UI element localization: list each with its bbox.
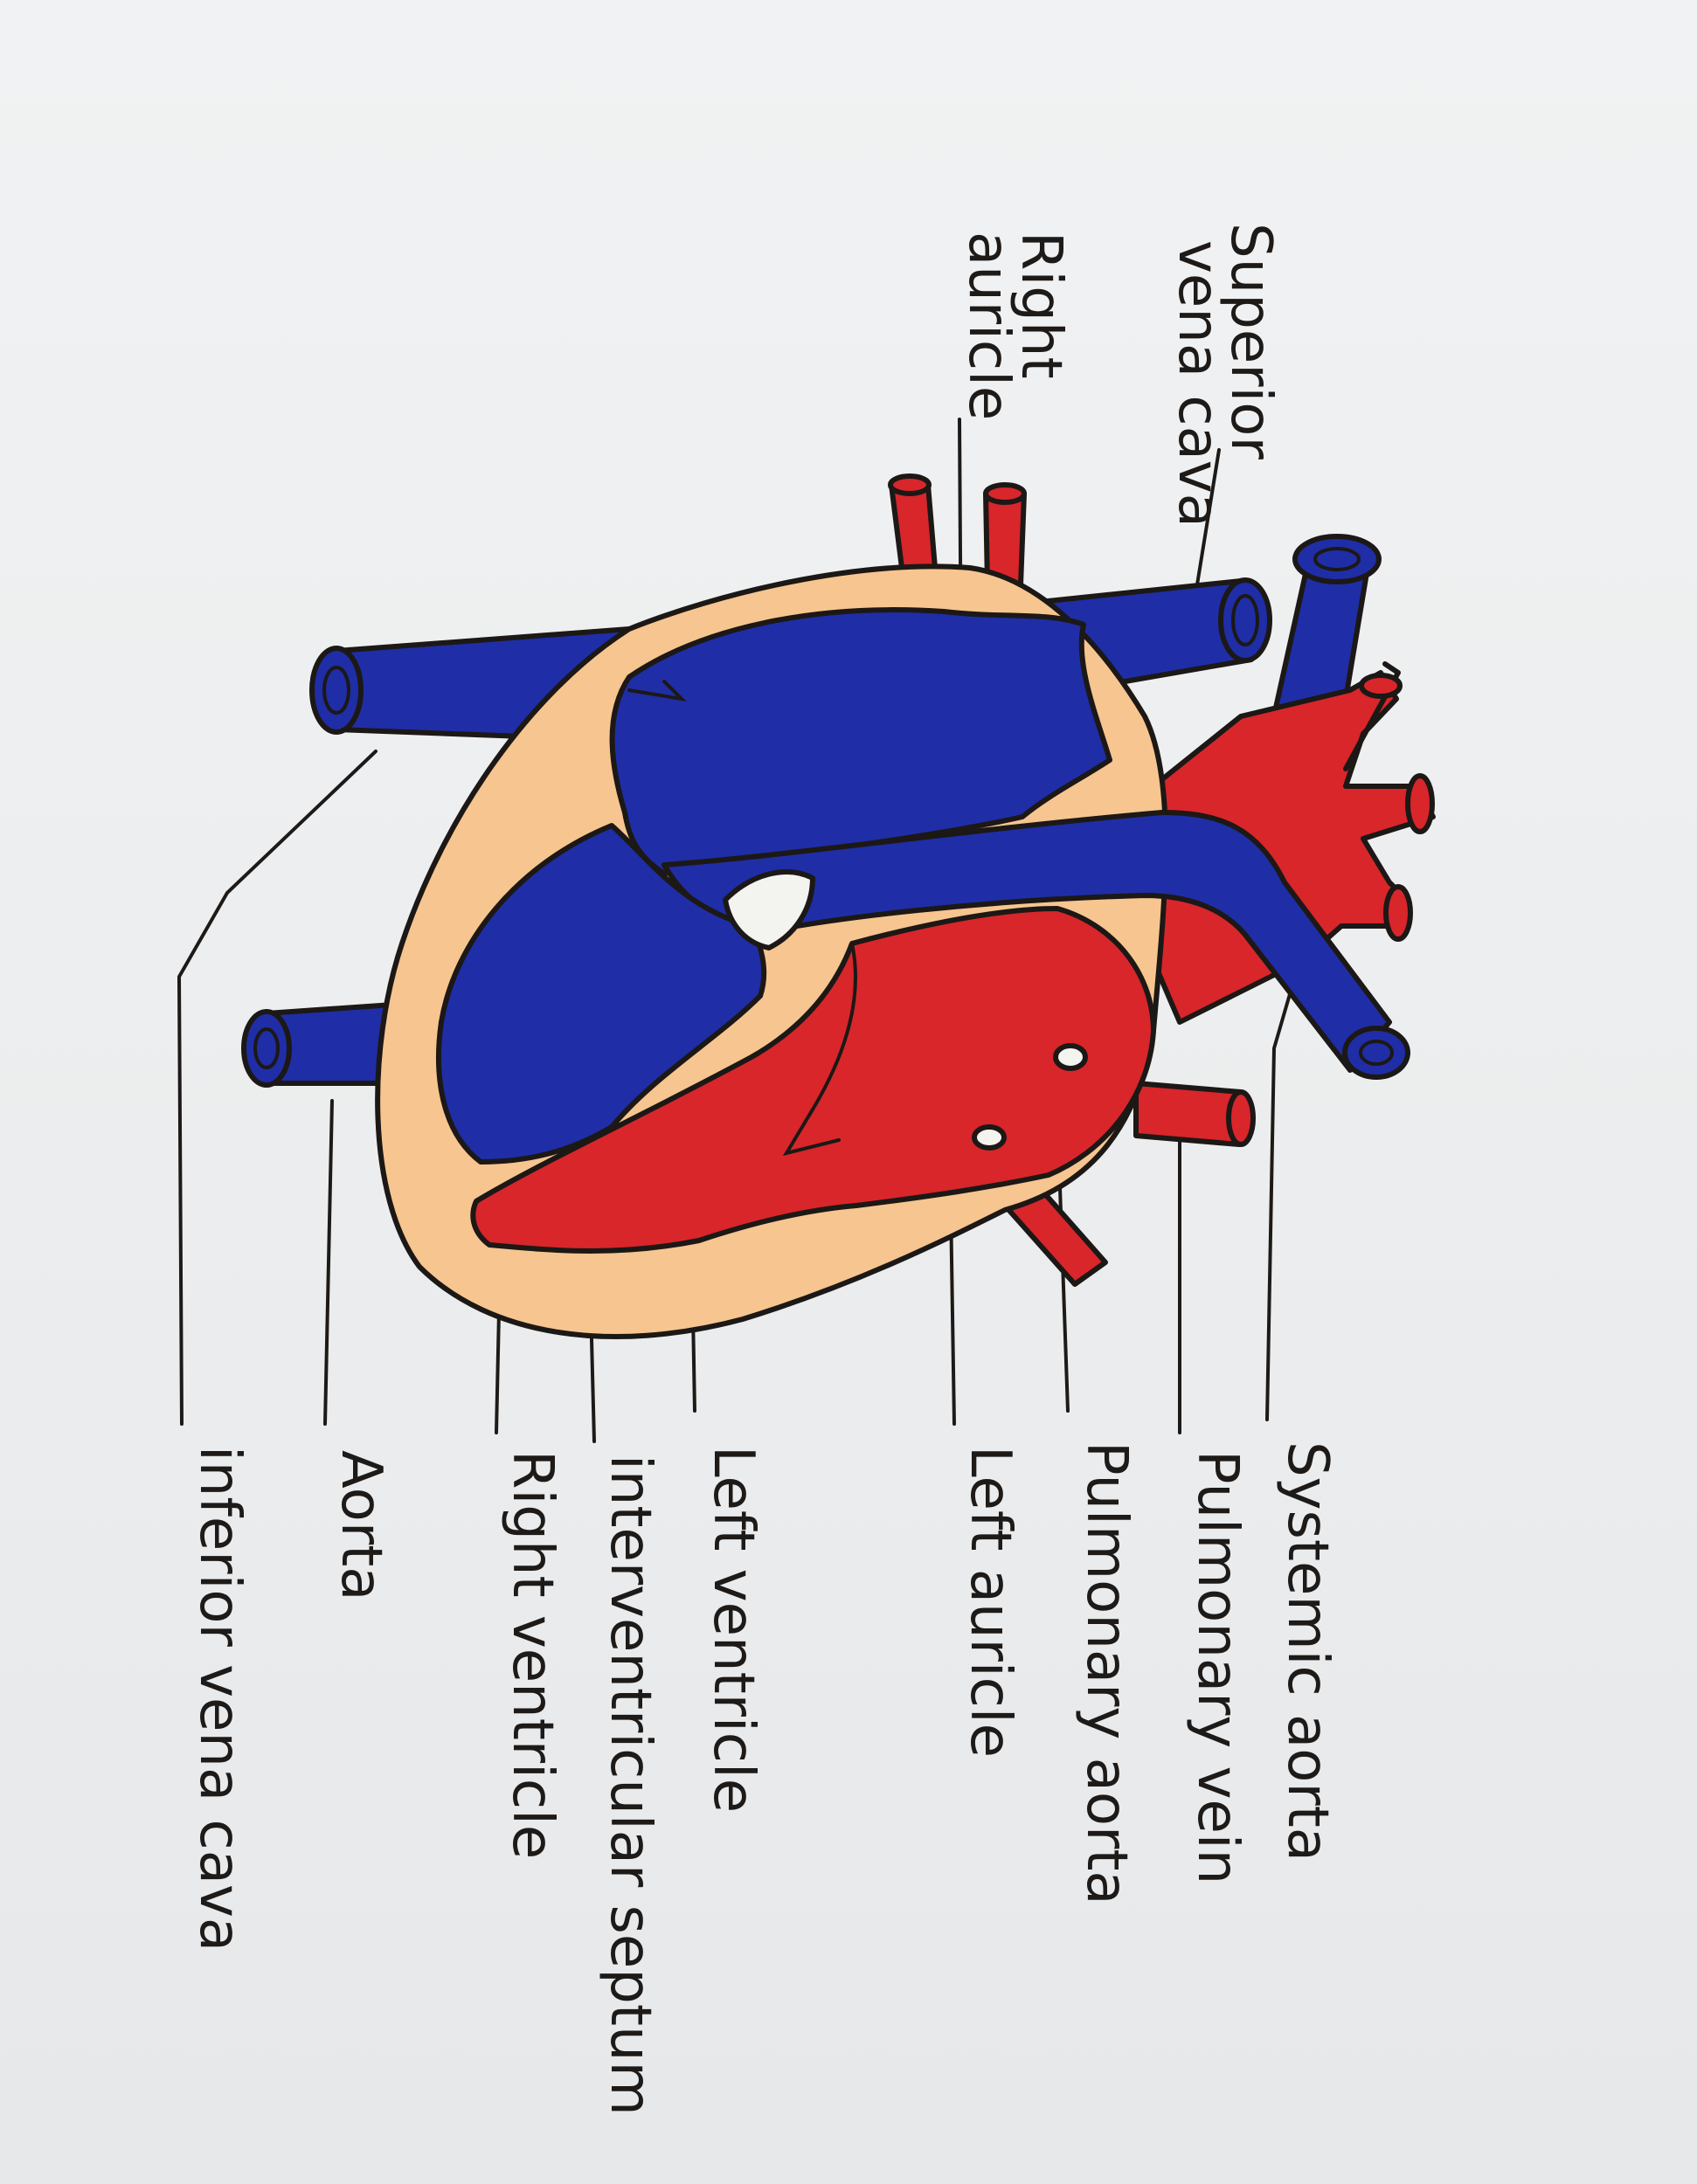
label-systemic-aorta: Systemic aorta (1275, 1441, 1340, 1862)
leader-inferior-vena-cava (177, 750, 377, 1426)
label-aorta: Aorta (329, 1450, 393, 1600)
left-ventricle-chamber (470, 906, 1156, 1254)
pulmonary-vein-vessel (1133, 1081, 1256, 1147)
leader-systemic-aorta (1265, 950, 1304, 1421)
septum-line (811, 942, 857, 1111)
aorta-vessel (241, 1002, 396, 1088)
label-right-ventricle: Right ventricle (500, 1450, 565, 1859)
systemic-aorta-vessel (1151, 661, 1436, 1025)
leader-lines (177, 418, 1304, 1443)
label-superior-vena-cava-line1: Superior (1218, 223, 1283, 460)
leader-aorta (323, 1099, 334, 1426)
label-right-auricle-line2: auricle (956, 232, 1021, 420)
valve-opening (723, 869, 815, 950)
labels: Superior vena cava Right auricle Systemi… (187, 223, 1340, 2116)
right-atrium (609, 607, 1112, 876)
label-right-auricle-line1: Right (1008, 232, 1073, 379)
label-pulmonary-aorta: Pulmonary aorta (1074, 1441, 1139, 1905)
heart-body (375, 563, 1410, 1339)
label-superior-vena-cava-line2: vena cava (1166, 240, 1230, 528)
label-left-auricle: Left auricle (958, 1446, 1022, 1758)
label-interventricular-septum: interventricular septum (598, 1455, 662, 2116)
vessel-opening-1 (1053, 1043, 1088, 1071)
label-left-ventricle: Left ventricle (701, 1446, 765, 1813)
vessel-opening-2 (972, 1124, 1007, 1151)
label-pulmonary-vein: Pulmonary vein (1185, 1450, 1250, 1884)
label-inferior-vena-cava: inferior vena cava (187, 1446, 252, 1952)
